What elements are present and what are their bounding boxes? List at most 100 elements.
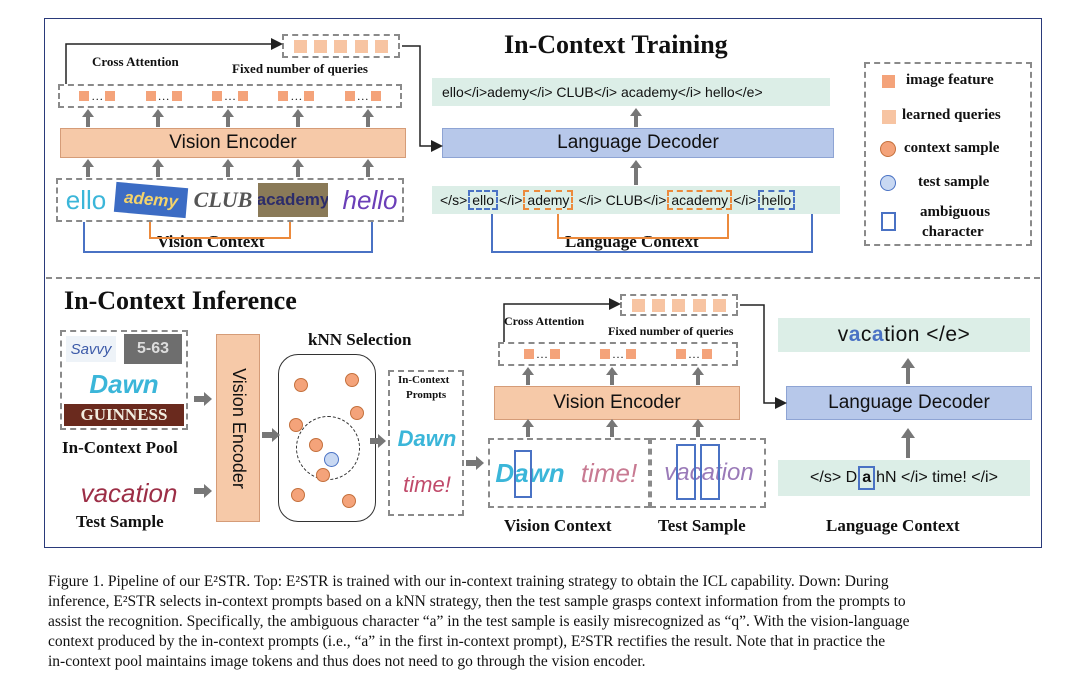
feature-token	[105, 91, 116, 101]
context-sample-dot	[309, 438, 323, 452]
query-token	[354, 39, 368, 53]
seq-part: hN </i> time! </i>	[876, 469, 998, 486]
feature-token	[344, 91, 355, 101]
cross-attention-label-bottom: Cross Attention	[504, 314, 585, 328]
vision-word-image: vacation	[664, 459, 754, 486]
legend-box	[864, 62, 1032, 246]
feature-tokens-bottom: … … …	[498, 342, 738, 366]
vision-encoder-vertical: Vision Encoder	[216, 334, 260, 522]
feature-token	[145, 91, 156, 101]
context-sample-dot	[289, 418, 303, 432]
seq-word-test: ello	[468, 190, 499, 210]
vision-context-box-bottom	[488, 438, 650, 508]
token-group: …	[145, 89, 182, 104]
seq-part: </s> D	[810, 469, 858, 486]
in-context-pool-label: In-Context Pool	[62, 438, 178, 457]
knn-label: kNN Selection	[308, 330, 412, 349]
test-sample-label-bottom: Test Sample	[658, 516, 746, 535]
word-image: academy	[258, 183, 328, 217]
training-title: In-Context Training	[504, 30, 728, 59]
language-context-label-bottom: Language Context	[826, 516, 960, 535]
word-image: ello	[65, 184, 107, 215]
pool-word-image: Dawn	[89, 368, 159, 399]
token-group: …	[211, 89, 248, 104]
legend-learned-queries: learned queries	[902, 107, 1001, 123]
test-sample-label-left: Test Sample	[76, 512, 164, 531]
pool-word-image: GUINNESS	[64, 404, 184, 426]
query-token	[375, 39, 389, 53]
ambiguous-char-box	[700, 444, 720, 500]
output-corrected-char: a	[848, 323, 861, 346]
test-sample-dot	[880, 175, 896, 191]
query-token	[293, 39, 307, 53]
vision-context-label-bottom: Vision Context	[504, 516, 612, 535]
feature-token	[676, 349, 686, 359]
token-group: …	[524, 347, 560, 362]
seq-word-context: academy	[667, 190, 733, 210]
query-token	[631, 298, 645, 312]
prompts-box	[388, 370, 464, 516]
caption-line: Figure 1. Pipeline of our E²STR. Top: E²…	[48, 573, 889, 590]
caption-line: in-context pool maintains image tokens a…	[48, 653, 646, 670]
figure-frame	[44, 18, 1042, 548]
prompt-word-image: time!	[403, 472, 451, 497]
legend-test-sample: test sample	[918, 174, 990, 190]
feature-token	[600, 349, 610, 359]
context-sample-dot	[880, 141, 896, 157]
test-sample-dot	[324, 452, 339, 467]
output-part: tion </e>	[884, 323, 971, 346]
language-decoder-top: Language Decoder	[442, 128, 834, 158]
fixed-queries-label-bottom: Fixed number of queries	[608, 324, 734, 338]
query-tokens-bottom	[620, 294, 738, 316]
vision-context-label-top: Vision Context	[157, 232, 265, 251]
context-sample-dot	[294, 378, 308, 392]
ambiguous-swatch	[881, 212, 896, 231]
feature-token	[171, 91, 182, 101]
prompts-label-line2: Prompts	[406, 389, 447, 401]
word-image: CLUB	[193, 187, 253, 212]
prompt-word-image: Dawn	[397, 426, 457, 451]
query-token	[652, 298, 666, 312]
language-context-label-top: Language Context	[565, 232, 699, 251]
seq-word-test: hello	[757, 190, 796, 210]
query-token	[672, 298, 686, 312]
vision-encoder-bottom: Vision Encoder	[494, 386, 740, 420]
legend-ambiguous: ambiguous	[920, 204, 991, 220]
figure-caption: Figure 1. Pipeline of our E²STR. Top: E²…	[48, 572, 1048, 672]
feature-token	[304, 91, 315, 101]
fixed-queries-label-top: Fixed number of queries	[232, 61, 368, 76]
vision-encoder-top: Vision Encoder	[60, 128, 406, 158]
feature-token	[702, 349, 712, 359]
cross-attention-label-top: Cross Attention	[92, 54, 179, 69]
legend-context-sample: context sample	[904, 140, 1000, 156]
vision-context-box-top	[56, 178, 404, 222]
ambiguous-char-box	[514, 450, 532, 498]
ambiguous-char-box	[676, 444, 696, 500]
output-part: c	[860, 323, 872, 346]
caption-line: assist the recognition. Specifically, th…	[48, 613, 910, 630]
context-sample-dot	[350, 406, 364, 420]
token-group: …	[278, 89, 315, 104]
feature-token	[211, 91, 222, 101]
feature-token	[524, 349, 534, 359]
language-context-sequence: </s> ello </i> ademy </i> CLUB</i> acade…	[432, 186, 840, 214]
seq-ambiguous-char: a	[858, 466, 876, 490]
prompts-label-line1: In-Context	[398, 374, 450, 386]
test-sample-box-bottom	[650, 438, 766, 508]
output-corrected-char: a	[871, 323, 885, 346]
language-decoder-bottom: Language Decoder	[786, 386, 1032, 420]
context-sample-dot	[316, 468, 330, 482]
token-group: …	[600, 347, 636, 362]
token-group: …	[344, 89, 381, 104]
section-divider	[46, 277, 1040, 279]
context-sample-dot	[291, 488, 305, 502]
seq-token: </i>	[733, 192, 757, 208]
legend-image-feature: image feature	[906, 72, 994, 88]
feature-token	[278, 91, 289, 101]
feature-token	[626, 349, 636, 359]
feature-token	[79, 91, 90, 101]
pool-word-image: 5-63	[124, 334, 182, 364]
seq-token: </i>	[499, 192, 523, 208]
query-tokens-top	[282, 34, 400, 58]
